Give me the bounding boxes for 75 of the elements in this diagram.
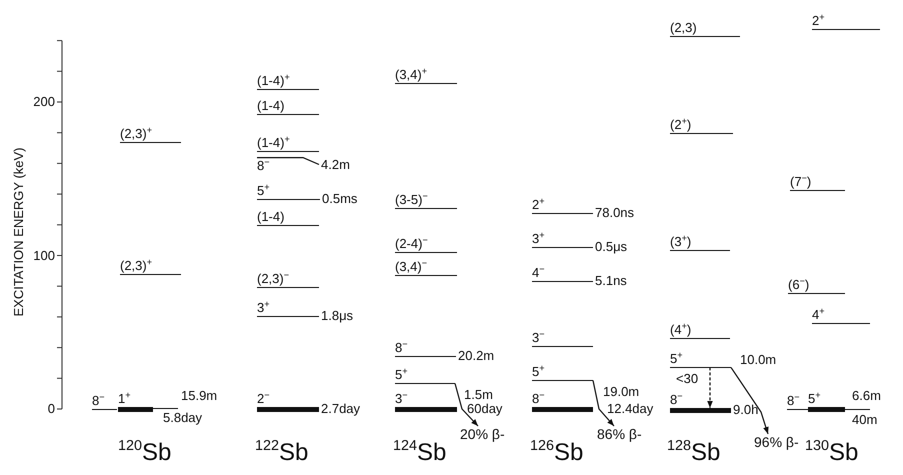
- half-life-label: 6.6m: [852, 389, 881, 403]
- spin-parity-label: (1-4)$^{+}$: [257, 136, 290, 150]
- spin-parity-label: (1-4): [257, 99, 284, 113]
- half-life-label: 60day: [467, 402, 502, 416]
- spin-parity-label: (2,3): [670, 21, 697, 35]
- half-life-label: 2.7day: [321, 402, 360, 416]
- spin-parity-label: (1-4)$^{+}$: [257, 74, 290, 88]
- half-life-label: 0.5ms: [322, 192, 358, 206]
- spin-parity-label: 8$^{−}$: [670, 393, 683, 407]
- spin-parity-label: (3$^{+}$): [670, 235, 692, 249]
- half-life-label: 10.0m: [740, 353, 776, 367]
- tick-label: 100: [32, 249, 55, 263]
- dashed-transition-arrow: [707, 367, 713, 408]
- spin-parity-label: (6$^{−}$): [788, 278, 810, 292]
- spin-parity-label: 4$^{−}$: [532, 266, 545, 280]
- spin-parity-label: (4$^{+}$): [670, 323, 692, 337]
- spin-parity-label: (2,3)$^{−}$: [257, 272, 290, 286]
- half-life-label: 12.4day: [607, 402, 654, 416]
- half-life-label: 40m: [852, 413, 878, 427]
- half-life-label: 5.8day: [163, 411, 202, 425]
- decay-branch-label: 86% β-: [597, 426, 642, 442]
- isotope-label: $^{126}$Sb: [530, 440, 584, 466]
- isotope-label: $^{120}$Sb: [118, 440, 172, 466]
- spin-parity-label: 2$^{−}$: [257, 392, 270, 406]
- spin-parity-label: (2$^{+}$): [670, 118, 692, 132]
- half-life-label: 19.0m: [603, 385, 640, 399]
- isotope-label: $^{122}$Sb: [255, 440, 308, 466]
- spin-parity-label: (2-4)$^{−}$: [395, 237, 428, 251]
- spin-parity-label: (2,3)$^{+}$: [120, 127, 152, 141]
- decay-arrow: [730, 367, 769, 434]
- spin-parity-label: 5$^{+}$: [395, 368, 408, 382]
- spin-parity-label: (2,3)$^{+}$: [120, 259, 152, 273]
- spin-parity-label: 5$^{+}$: [808, 392, 821, 406]
- half-life-label: 20.2m: [458, 349, 494, 363]
- spin-parity-label: (3,4)$^{−}$: [395, 260, 428, 274]
- tick-label: 0: [46, 402, 55, 416]
- energy-level-line: [257, 157, 319, 172]
- isotope-label: $^{128}$Sb: [667, 440, 720, 466]
- spin-parity-label: 8$^{−}$: [257, 159, 270, 173]
- half-life-label: 4.2m: [321, 158, 350, 172]
- isotope-label: $^{124}$Sb: [393, 440, 446, 466]
- spin-parity-label: 3$^{+}$: [532, 232, 545, 246]
- half-life-label: 9.0h: [733, 403, 758, 417]
- spin-parity-label: 2$^{+}$: [812, 14, 825, 28]
- decay-arrow: [454, 383, 478, 426]
- spin-parity-label: 2$^{+}$: [532, 198, 545, 212]
- decay-branch-label: 96% β-: [754, 434, 799, 450]
- spin-parity-label: (3-5)$^{−}$: [395, 193, 428, 207]
- half-life-label: 1.5m: [464, 388, 493, 402]
- decay-arrow: [592, 380, 614, 426]
- half-life-label: 5.1ns: [595, 274, 627, 288]
- edge-label: <30: [676, 372, 698, 386]
- spin-parity-label: 5$^{+}$: [257, 184, 270, 198]
- axis-title: EXCITATION ENERGY (keV): [12, 146, 26, 319]
- spin-parity-label: 3$^{−}$: [395, 392, 408, 406]
- half-life-label: 15.9m: [181, 389, 218, 403]
- tick-label: 200: [32, 95, 55, 109]
- spin-parity-label: (7$^{−}$): [790, 175, 812, 189]
- half-life-label: 78.0ns: [595, 206, 634, 220]
- spin-parity-label: 5$^{+}$: [532, 365, 545, 379]
- spin-parity-label: 8$^{−}$: [532, 392, 545, 406]
- spin-parity-label: (3,4)$^{+}$: [395, 68, 428, 82]
- spin-parity-label: (1-4): [257, 210, 284, 224]
- spin-parity-label: 8$^{−}$: [787, 394, 800, 408]
- decay-branch-label: 20% β-: [460, 426, 505, 442]
- spin-parity-label: 8$^{−}$: [395, 341, 408, 355]
- spin-parity-label: 3$^{+}$: [257, 301, 270, 315]
- spin-parity-label: 5$^{+}$: [670, 352, 683, 366]
- spin-parity-label: 4$^{+}$: [812, 308, 825, 322]
- half-life-label: 0.5μs: [595, 240, 628, 254]
- spin-parity-label: 3$^{−}$: [532, 331, 545, 345]
- spin-parity-label: 1$^{+}$: [118, 392, 131, 406]
- isotope-label: $^{130}$Sb: [805, 440, 858, 466]
- half-life-label: 1.8μs: [321, 309, 354, 323]
- spin-parity-label: 8$^{−}$: [92, 394, 105, 408]
